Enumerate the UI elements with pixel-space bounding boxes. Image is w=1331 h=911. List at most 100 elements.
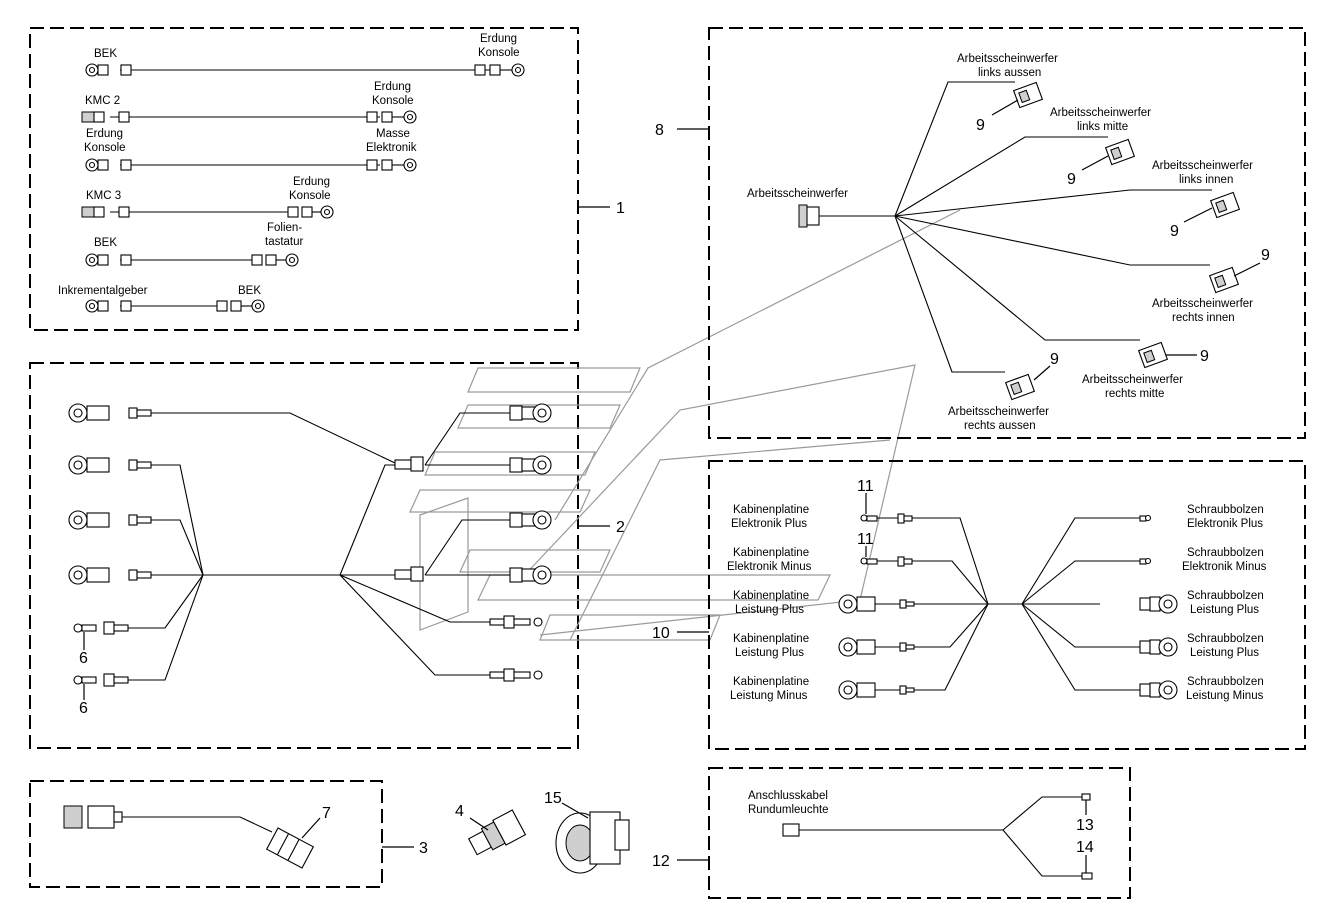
group-2-frame xyxy=(29,362,579,749)
work-light-plugs xyxy=(1004,81,1241,401)
group-1-frame xyxy=(29,27,579,331)
label-anschlusskabel: Anschlusskabel xyxy=(748,790,828,802)
label-inkrementalgeber: Inkrementalgeber xyxy=(58,285,148,297)
right-branch-wires xyxy=(339,412,510,676)
splice-connectors xyxy=(394,456,424,582)
label-kmc2: KMC 2 xyxy=(85,95,120,107)
label-rechts-aussen: rechts aussen xyxy=(964,420,1036,432)
callout-6: 6 xyxy=(79,650,88,667)
callout-9-leader xyxy=(1233,262,1261,277)
label-ls-links-innen: Arbeitsscheinwerfer xyxy=(1152,160,1253,172)
callout-9-leader xyxy=(1081,155,1109,171)
label-elektronik-minus: Elektronik Minus xyxy=(1182,561,1267,573)
callout-9: 9 xyxy=(1200,348,1209,365)
callout-9-leader xyxy=(1033,365,1051,381)
ghost-outlines xyxy=(409,209,961,641)
callout-7: 7 xyxy=(322,805,331,822)
label-elektronik-plus: Elektronik Plus xyxy=(731,518,807,530)
label-bek: BEK xyxy=(94,48,117,60)
group-8-frame xyxy=(708,27,1306,439)
label-schraubbolzen: Schraubbolzen xyxy=(1187,547,1264,559)
group-12-frame xyxy=(708,767,1131,899)
label-elektronik-minus: Elektronik Minus xyxy=(727,561,812,573)
label-schraubbolzen: Schraubbolzen xyxy=(1187,590,1264,602)
label-leistung-minus: Leistung Minus xyxy=(730,690,808,702)
label-erdung: Erdung xyxy=(374,81,411,93)
label-erdung: Erdung xyxy=(480,33,517,45)
cable-kmc3-erdung xyxy=(81,205,334,219)
group-3-frame xyxy=(29,780,383,888)
part-4-plug: 4 xyxy=(455,803,527,856)
label-ls-rechts-innen: Arbeitsscheinwerfer xyxy=(1152,298,1253,310)
label-folien: Folien- xyxy=(267,222,302,234)
label-konsole: Konsole xyxy=(478,47,520,59)
callout-4: 4 xyxy=(455,803,464,820)
label-rechts-innen: rechts innen xyxy=(1172,312,1235,324)
callout-8: 8 xyxy=(655,122,664,139)
group-3-adapter-cable: 3 7 xyxy=(29,780,428,888)
group-2-main-harness: 2 xyxy=(29,209,961,749)
label-links-innen: links innen xyxy=(1179,174,1233,186)
beacon-wire xyxy=(1002,829,1082,877)
label-kabinenplatine: Kabinenplatine xyxy=(733,590,809,602)
label-leistung-minus: Leistung Minus xyxy=(1186,690,1264,702)
callout-14: 14 xyxy=(1076,839,1094,856)
label-kabinenplatine: Kabinenplatine xyxy=(733,504,809,516)
cabin-wires xyxy=(910,517,1140,691)
cable-bek-folientastatur xyxy=(85,253,299,267)
callout-9-leader xyxy=(991,99,1019,116)
group-10-frame xyxy=(708,460,1306,750)
label-ls-links-mitte: Arbeitsscheinwerfer xyxy=(1050,107,1151,119)
label-leistung-plus: Leistung Plus xyxy=(735,647,804,659)
label-rundumleuchte: Rundumleuchte xyxy=(748,804,829,816)
label-links-aussen: links aussen xyxy=(978,67,1041,79)
group-12-beacon-cable: 12 Anschlusskabel Rundumleuchte 13 14 xyxy=(652,767,1131,899)
label-schraubbolzen: Schraubbolzen xyxy=(1187,633,1264,645)
callout-10: 10 xyxy=(652,625,670,642)
label-leistung-plus: Leistung Plus xyxy=(1190,647,1259,659)
label-leistung-plus: Leistung Plus xyxy=(735,604,804,616)
left-branch-wires xyxy=(128,412,396,681)
label-konsole: Konsole xyxy=(84,142,126,154)
label-masse: Masse xyxy=(376,128,410,140)
label-erdung: Erdung xyxy=(293,176,330,188)
beacon-connector xyxy=(782,823,800,837)
label-erdung: Erdung xyxy=(86,128,123,140)
callout-11: 11 xyxy=(857,531,874,548)
work-light-wires xyxy=(894,81,1212,373)
label-schraubbolzen: Schraubbolzen xyxy=(1187,676,1264,688)
cable-kmc2-erdung xyxy=(81,110,417,124)
callout-1: 1 xyxy=(616,200,625,217)
label-tastatur: tastatur xyxy=(265,236,304,248)
cabin-left-terminals xyxy=(838,513,915,700)
label-bek: BEK xyxy=(238,285,261,297)
label-kabinenplatine: Kabinenplatine xyxy=(733,676,809,688)
label-kabinenplatine: Kabinenplatine xyxy=(733,633,809,645)
label-konsole: Konsole xyxy=(372,95,414,107)
label-ls-links-aussen: Arbeitsscheinwerfer xyxy=(957,53,1058,65)
callout-2: 2 xyxy=(616,519,625,536)
group-10-cabin-board-cables: 10 11 11 Ka xyxy=(652,460,1306,750)
label-kabinenplatine: Kabinenplatine xyxy=(733,547,809,559)
callout-15-leader xyxy=(561,802,589,819)
work-light-main-connector xyxy=(798,204,895,228)
callout-15: 15 xyxy=(544,790,562,807)
right-ring-terminals xyxy=(489,403,552,682)
label-schraubbolzen: Schraubbolzen xyxy=(1187,504,1264,516)
callout-9: 9 xyxy=(1067,171,1076,188)
callout-9: 9 xyxy=(1170,223,1179,240)
label-leistung-plus: Leistung Plus xyxy=(1190,604,1259,616)
label-ls-rechts-mitte: Arbeitsscheinwerfer xyxy=(1082,374,1183,386)
callout-9-leader xyxy=(1183,207,1213,223)
callout-12: 12 xyxy=(652,853,670,870)
callout-3: 3 xyxy=(419,840,428,857)
callout-7-leader xyxy=(301,817,321,839)
cable-bek-erdung xyxy=(85,63,525,77)
callout-11: 11 xyxy=(857,478,874,495)
group-8-work-lights: 8 Arbeitsscheinwerfer 9 9 9 xyxy=(655,27,1306,439)
label-links-mitte: links mitte xyxy=(1077,121,1128,133)
group-1-ground-cables: 1 BEK Erdung Konsole KMC 2 Erdung Konsol… xyxy=(29,27,625,331)
terminal-14 xyxy=(1081,872,1093,880)
callout-13: 13 xyxy=(1076,817,1094,834)
